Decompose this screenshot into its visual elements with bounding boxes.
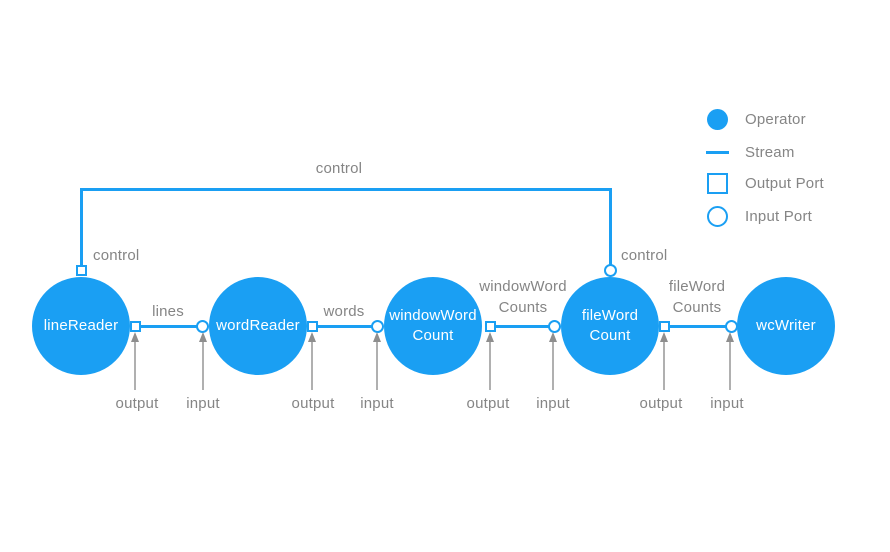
stream-label-filewordcounts: fileWord Counts [669, 276, 725, 318]
arrow-input-filewordcount [549, 332, 557, 390]
control-stream-top-segment [79, 188, 612, 191]
stream-label-line: windowWord [479, 278, 567, 295]
operator-linereader: lineReader [32, 277, 130, 375]
output-label: output [639, 395, 683, 412]
arrow-input-windowwordcount [373, 332, 381, 390]
input-port-filewordcount [547, 319, 561, 333]
output-port-windowwordcount [484, 320, 496, 332]
legend-item-operator: Operator [706, 108, 806, 130]
control-input-port-filewordcount [603, 263, 617, 277]
stream-label-words: words [323, 303, 365, 320]
arrow-output-filewordcount [660, 332, 668, 390]
stream-legend-icon [706, 141, 729, 163]
output-port-wordreader [306, 320, 318, 332]
legend-label: Stream [745, 143, 795, 161]
stream-label-windowwordcounts: windowWord Counts [479, 276, 567, 318]
stream-filewordcounts [664, 324, 731, 328]
operator-label: Count [589, 327, 631, 344]
stream-words [312, 324, 377, 328]
control-stream-left-segment [79, 188, 83, 267]
control-stream-right-segment [608, 188, 612, 265]
input-label: input [360, 395, 394, 412]
legend-item-stream: Stream [706, 141, 795, 163]
legend-label: Output Port [745, 175, 824, 192]
operator-windowwordcount: windowWord Count [384, 277, 482, 375]
operator-label: Count [412, 327, 454, 344]
control-input-port-label: control [621, 247, 668, 264]
legend-label: Operator [745, 110, 806, 128]
output-port-filewordcount [658, 320, 670, 332]
legend-label: Input Port [745, 207, 813, 225]
stream-label-line: Counts [672, 299, 722, 316]
output-label: output [115, 395, 159, 412]
operator-wordreader: wordReader [209, 277, 307, 375]
operator-legend-icon [706, 108, 729, 130]
input-port-legend-icon [706, 205, 729, 227]
control-stream-label: control [315, 160, 363, 177]
stream-windowwordcounts [490, 324, 554, 328]
output-port-linereader [129, 320, 141, 332]
operator-label: lineReader [43, 317, 119, 334]
arrow-input-wcwriter [726, 332, 734, 390]
operator-wcwriter: wcWriter [737, 277, 835, 375]
control-output-port-linereader [75, 264, 87, 276]
arrow-output-windowwordcount [486, 332, 494, 390]
arrow-output-linereader [131, 332, 139, 390]
operator-label: wordReader [216, 317, 300, 334]
output-label: output [466, 395, 510, 412]
input-port-wordreader [195, 319, 209, 333]
input-port-windowwordcount [370, 319, 384, 333]
input-label: input [710, 395, 744, 412]
operator-filewordcount: fileWord Count [561, 277, 659, 375]
stream-label-line: fileWord [668, 278, 726, 295]
operator-label: wcWriter [756, 317, 816, 334]
operator-label: fileWord [581, 307, 639, 324]
arrow-output-wordreader [308, 332, 316, 390]
control-output-port-label: control [93, 247, 140, 264]
operator-label: windowWord [389, 307, 477, 324]
input-label: input [536, 395, 570, 412]
output-port-legend-icon [706, 173, 729, 195]
stream-lines [135, 324, 202, 328]
arrow-input-wordreader [199, 332, 207, 390]
legend-item-output-port: Output Port [706, 173, 824, 195]
legend-item-input-port: Input Port [706, 205, 812, 227]
input-label: input [186, 395, 220, 412]
stream-label-line: Counts [498, 299, 548, 316]
input-port-wcwriter [724, 319, 738, 333]
output-label: output [291, 395, 335, 412]
stream-label-lines: lines [152, 303, 184, 320]
